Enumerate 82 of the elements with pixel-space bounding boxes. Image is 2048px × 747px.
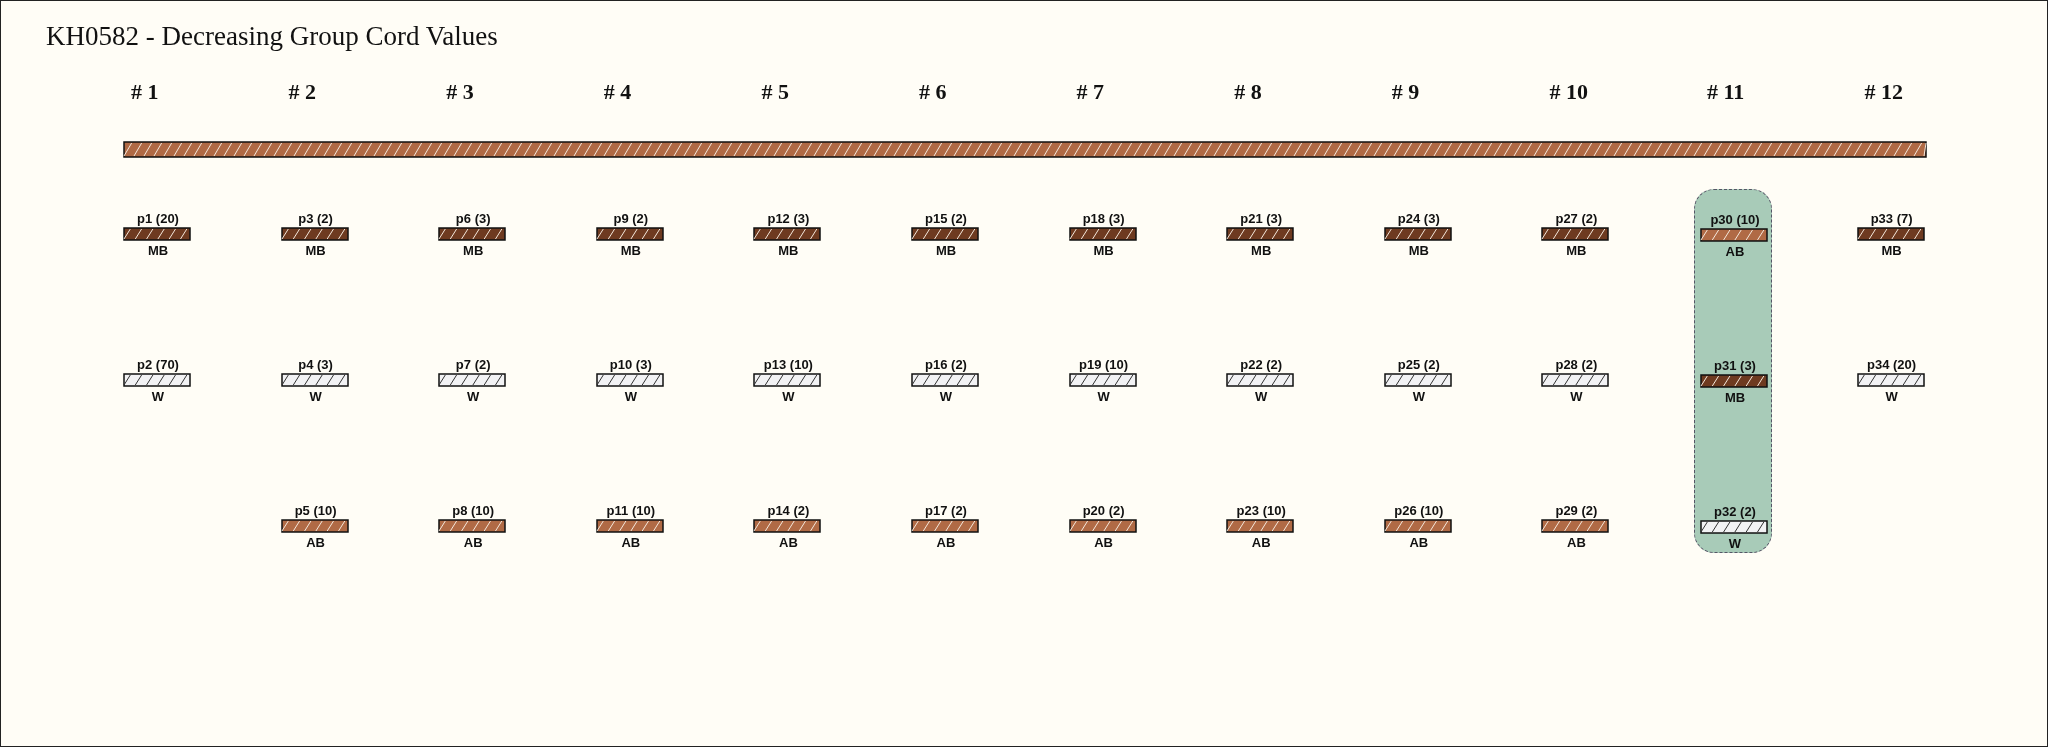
color-code: MB <box>620 243 641 258</box>
cord-label: p10 (3) <box>609 357 652 372</box>
cord-label: p16 (2) <box>925 357 967 372</box>
group-number: # 9 <box>1391 79 1420 105</box>
color-code: AB <box>1725 244 1745 259</box>
color-code: W <box>1097 389 1110 404</box>
color-code: W <box>1570 389 1583 404</box>
cord-label: p9 (2) <box>613 211 649 226</box>
cord-label: p8 (10) <box>452 503 495 518</box>
color-code: AB <box>936 535 956 550</box>
color-code: MB <box>1093 243 1114 258</box>
color-code: W <box>939 389 953 404</box>
cord-label: p34 (20) <box>1867 357 1917 372</box>
cord-label: p19 (10) <box>1079 357 1129 372</box>
group-number: # 4 <box>603 79 632 105</box>
color-code: W <box>624 389 637 404</box>
cord-label: p13 (10) <box>763 357 813 372</box>
color-code: W <box>782 389 795 404</box>
color-code: AB <box>1251 535 1271 550</box>
color-code: AB <box>1094 535 1113 550</box>
group-number: # 8 <box>1234 79 1262 105</box>
color-code: W <box>151 389 165 404</box>
color-code: AB <box>463 535 483 550</box>
group-number: # 6 <box>919 79 947 105</box>
color-code: MB <box>1566 243 1587 258</box>
color-code: MB <box>463 243 484 258</box>
group-number: # 2 <box>288 79 317 105</box>
cord-label: p25 (2) <box>1397 357 1440 372</box>
color-code: W <box>467 389 480 404</box>
cord-label: p3 (2) <box>298 211 333 226</box>
color-code: MB <box>305 243 326 258</box>
cord-label: p4 (3) <box>298 357 333 372</box>
cord-label: p2 (70) <box>137 357 179 372</box>
cord-label: p20 (2) <box>1082 503 1125 518</box>
cord-label: p22 (2) <box>1240 357 1283 372</box>
cord-label: p12 (3) <box>767 211 810 226</box>
color-code: MB <box>1881 243 1902 258</box>
color-code: MB <box>147 243 169 258</box>
cord-label: p1 (20) <box>137 211 179 226</box>
cord-label: p5 (10) <box>294 503 337 518</box>
color-code: MB <box>935 243 957 258</box>
cord-label: p15 (2) <box>925 211 967 226</box>
color-code: MB <box>1724 390 1746 405</box>
group-number: # 5 <box>761 79 789 105</box>
highlight-band <box>1694 189 1772 553</box>
color-code: AB <box>779 535 798 550</box>
cord-label: p32 (2) <box>1714 504 1756 519</box>
color-code: W <box>1728 536 1742 551</box>
cord-label: p17 (2) <box>925 503 967 518</box>
cord-label: p26 (10) <box>1394 503 1444 518</box>
cord-label: p6 (3) <box>455 211 491 226</box>
color-code: W <box>309 389 322 404</box>
color-code: AB <box>306 535 325 550</box>
cord-label: p14 (2) <box>767 503 810 518</box>
color-code: MB <box>1251 243 1272 258</box>
group-number: # 1 <box>131 79 159 105</box>
cord-label: p33 (7) <box>1870 211 1913 226</box>
color-code: MB <box>778 243 799 258</box>
cord-label: p23 (10) <box>1236 503 1286 518</box>
cord-label: p7 (2) <box>455 357 491 372</box>
cord-label: p28 (2) <box>1555 357 1598 372</box>
color-code: W <box>1412 389 1425 404</box>
color-code: MB <box>1408 243 1429 258</box>
cord-label: p27 (2) <box>1555 211 1598 226</box>
group-number: # 11 <box>1707 79 1745 105</box>
cord-label: p31 (3) <box>1714 358 1756 373</box>
group-number: # 3 <box>446 79 474 105</box>
group-number: # 7 <box>1076 79 1105 105</box>
color-code: AB <box>1409 535 1429 550</box>
color-code: AB <box>621 535 641 550</box>
group-number: # 10 <box>1549 79 1588 105</box>
diagram-title: KH0582 - Decreasing Group Cord Values <box>46 21 498 52</box>
cord-label: p24 (3) <box>1397 211 1440 226</box>
cord-label: p18 (3) <box>1082 211 1125 226</box>
color-code: AB <box>1567 535 1586 550</box>
cord-label: p11 (10) <box>606 503 655 518</box>
color-code: W <box>1885 389 1898 404</box>
cord-label: p29 (2) <box>1555 503 1598 518</box>
group-number: # 12 <box>1864 79 1904 105</box>
cord-label: p30 (10) <box>1710 212 1760 227</box>
cord-label: p21 (3) <box>1240 211 1283 226</box>
color-code: W <box>1255 389 1268 404</box>
